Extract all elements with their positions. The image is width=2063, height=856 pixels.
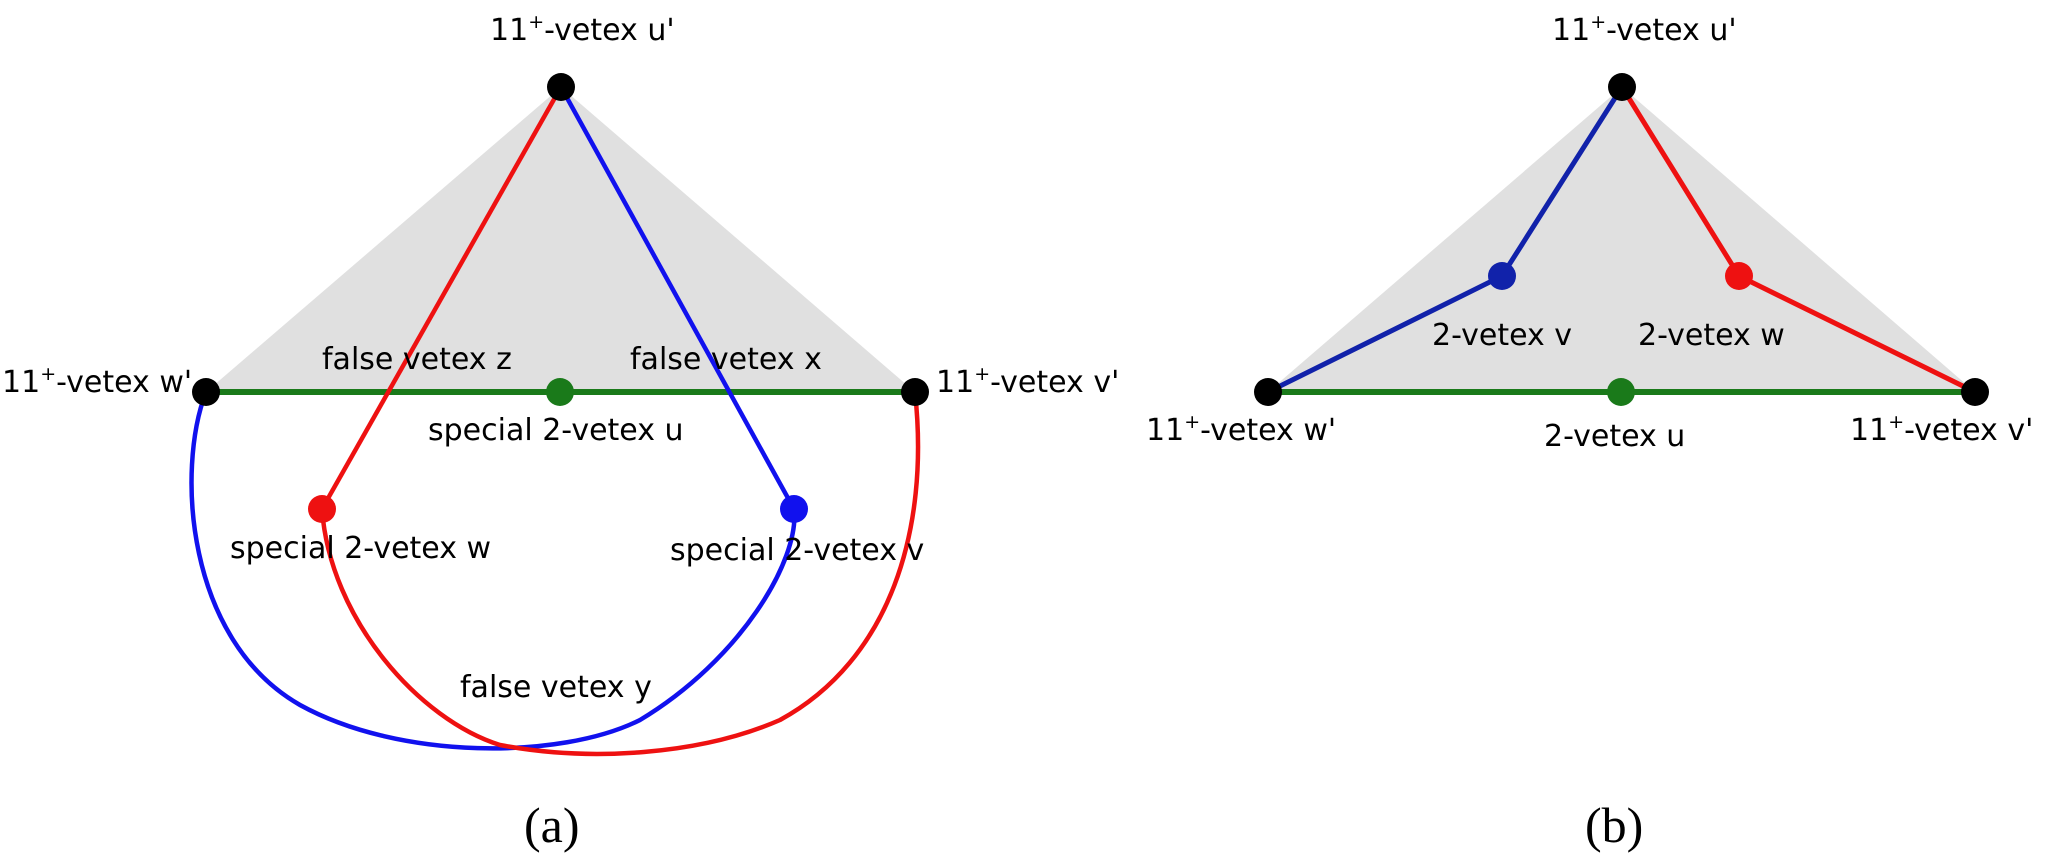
panel-b-vertex-v-prime — [1961, 378, 1989, 406]
panel-a-label-v-prime: 11+-vetex v' — [936, 363, 1119, 400]
panel-b-label-w-prime: 11+-vetex w' — [1146, 411, 1336, 448]
panel-b-label-u-prime: 11+-vetex u' — [1552, 11, 1737, 48]
panel-a-label-false-x: false vetex x — [630, 342, 822, 377]
panel-a-vertex-u-prime — [547, 73, 575, 101]
panel-a-caption: (a) — [524, 797, 580, 853]
panel-a-label-false-z: false vetex z — [322, 342, 512, 377]
panel-a-edge-u-prime-v — [559, 85, 796, 511]
panel-b-label-v: 2-vetex v — [1432, 318, 1572, 353]
panel-b-shaded-triangle — [1268, 87, 1975, 392]
panel-b-vertex-u — [1607, 378, 1635, 406]
panel-a-label-false-y: false vetex y — [460, 670, 652, 705]
panel-b-vertex-w — [1725, 262, 1753, 290]
panel-a-vertex-u — [546, 378, 574, 406]
panel-b-label-u: 2-vetex u — [1544, 419, 1685, 454]
panel-b-vertex-u-prime — [1608, 73, 1636, 101]
panel-b-vertex-v — [1488, 262, 1516, 290]
panel-b-label-w: 2-vetex w — [1638, 318, 1785, 353]
panel-a-edge-u-prime-w — [320, 85, 563, 511]
panel-a-vertex-w — [308, 495, 336, 523]
panel-b-vertex-w-prime — [1254, 378, 1282, 406]
panel-a-label-special-w: special 2-vetex w — [230, 531, 491, 566]
panel-b-label-v-prime: 11+-vetex v' — [1850, 411, 2033, 448]
panel-a-label-u-prime: 11+-vetex u' — [490, 11, 675, 48]
panel-b-caption: (b) — [1585, 797, 1643, 853]
panel-a-arc-w-v-prime — [319, 391, 921, 757]
panel-a-arc-w-prime-v — [189, 391, 797, 751]
panel-a: 11+-vetex u' 11+-vetex w' 11+-vetex v' f… — [2, 11, 1119, 853]
panel-a-vertex-w-prime — [192, 378, 220, 406]
panel-a-label-w-prime: 11+-vetex w' — [2, 363, 192, 400]
panel-a-vertex-v-prime — [901, 378, 929, 406]
panel-a-label-special-u: special 2-vetex u — [428, 413, 684, 448]
panel-a-vertex-v — [780, 495, 808, 523]
panel-a-label-special-v: special 2-vetex v — [670, 533, 924, 568]
panel-b: 11+-vetex u' 2-vetex v 2-vetex w 11+-vet… — [1146, 11, 2033, 853]
panel-a-shaded-triangle — [206, 87, 915, 392]
